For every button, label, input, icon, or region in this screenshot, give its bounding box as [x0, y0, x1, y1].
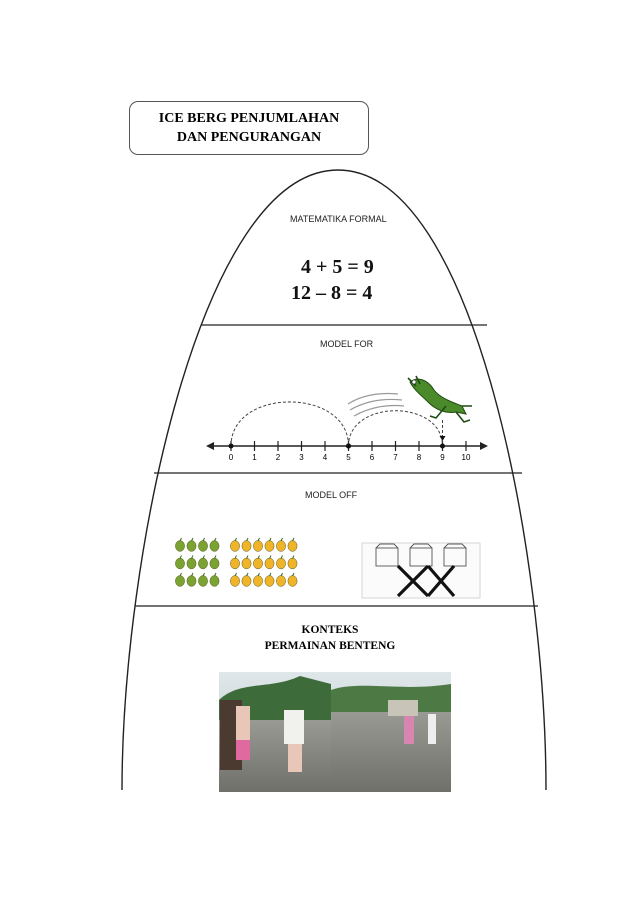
- motion-lines: [347, 392, 405, 417]
- fruit-2-1-5: [287, 557, 298, 570]
- fruit-2-2-5: [287, 575, 298, 587]
- fruit-stem-2-2-0: [234, 572, 237, 577]
- fruit-stem-1-2-0: [179, 572, 182, 577]
- fruit-1-1-2: [198, 557, 208, 570]
- frog-icon: [407, 375, 472, 423]
- tick-label-2: 2: [276, 453, 281, 462]
- number-line: 0 1 2 3 4 5 6 7 8 9 10: [206, 401, 488, 462]
- fruit-2-0-4: [276, 540, 286, 552]
- iceberg-outline: [121, 169, 547, 791]
- tick-label-0: 0: [229, 453, 234, 462]
- tick-label-6: 6: [370, 453, 375, 462]
- context-photo: [219, 672, 451, 792]
- frog-landing-arrow: [439, 436, 446, 441]
- fruit-stem-1-1-2: [202, 555, 205, 559]
- fruit-stem-2-1-5: [292, 555, 295, 559]
- tick-label-7: 7: [393, 453, 398, 462]
- fruit-stem-2-2-4: [280, 572, 283, 577]
- equation-addition: 4 + 5 = 9: [301, 256, 374, 278]
- tick-label-8: 8: [417, 453, 422, 462]
- fruit-2-0-3: [264, 540, 275, 552]
- jump-point-2-1: [346, 443, 351, 449]
- fruit-stem-2-0-3: [269, 537, 272, 542]
- fruit-stem-1-1-0: [179, 555, 182, 559]
- fruit-stem-1-0-3: [214, 537, 217, 542]
- equation-subtraction: 12 – 8 = 4: [291, 282, 373, 304]
- fruit-stem-2-1-4: [280, 555, 283, 559]
- fruit-1-0-3: [209, 540, 220, 552]
- number-line-left-arrow: [206, 442, 214, 450]
- fruit-1-1-3: [209, 557, 220, 570]
- tick-label-10: 10: [462, 453, 471, 462]
- fruit-2-1-2: [253, 557, 263, 570]
- fruit-stem-2-2-5: [292, 572, 295, 577]
- fruit-1-1-0: [175, 557, 185, 570]
- fruit-1-2-2: [198, 575, 208, 587]
- fruit-stem-2-0-4: [280, 537, 283, 542]
- context-label-2: PERMAINAN BENTENG: [264, 640, 396, 652]
- fruit-stem-2-0-5: [292, 537, 295, 542]
- fruit-2-2-1: [241, 575, 252, 587]
- fruit-1-1-1: [186, 557, 197, 570]
- fruit-stem-1-2-2: [202, 572, 205, 577]
- context-label-1: KONTEKS: [301, 624, 359, 636]
- fruit-stem-2-1-2: [257, 555, 260, 559]
- fruit-2-1-1: [241, 557, 252, 570]
- fruit-1-0-1: [186, 540, 197, 552]
- fruit-2-0-2: [253, 540, 263, 552]
- tick-label-4: 4: [323, 453, 328, 462]
- model-of-label: MODEL OFF: [305, 490, 358, 500]
- fruit-stem-2-1-1: [246, 555, 249, 559]
- formal-label: MATEMATIKA FORMAL: [290, 214, 387, 224]
- fruit-2-2-4: [276, 575, 286, 587]
- model-for-label: MODEL FOR: [320, 339, 374, 349]
- jump-point-2-2: [440, 443, 445, 449]
- fruit-1-0-0: [175, 540, 185, 552]
- fruit-stem-1-2-3: [214, 572, 217, 577]
- fruit-2-0-0: [230, 540, 240, 552]
- tick-label-3: 3: [299, 453, 304, 462]
- fruit-2-1-4: [276, 557, 286, 570]
- jump-point-1-1: [228, 443, 234, 449]
- fruit-stem-2-0-2: [257, 537, 260, 542]
- fruit-2-1-3: [264, 557, 275, 570]
- fruit-1-0-2: [198, 540, 208, 552]
- title-box: ICE BERG PENJUMLAHAN DAN PENGURANGAN: [129, 101, 369, 155]
- fruit-stem-1-1-1: [191, 555, 194, 559]
- fruit-2-0-1: [241, 540, 252, 552]
- fruit-2-2-0: [230, 575, 240, 587]
- fruit-stem-2-2-1: [246, 572, 249, 577]
- fruit-stem-1-1-3: [214, 555, 217, 559]
- fruit-1-2-3: [209, 575, 220, 587]
- fruit-stem-2-1-0: [234, 555, 237, 559]
- benteng-sketch: [361, 542, 481, 599]
- fruit-2-2-2: [253, 575, 263, 587]
- fruit-stem-2-0-1: [246, 537, 249, 542]
- fruit-stem-2-2-2: [257, 572, 260, 577]
- fruit-stem-2-0-0: [234, 537, 237, 542]
- fruit-stem-1-0-2: [202, 537, 205, 542]
- title-line-1: ICE BERG PENJUMLAHAN: [158, 111, 340, 126]
- number-line-right-arrow: [480, 442, 488, 450]
- tick-label-9: 9: [440, 453, 445, 462]
- fruit-stem-2-1-3: [269, 555, 272, 559]
- fruit-stem-1-2-1: [191, 572, 194, 577]
- fruit-1-2-0: [175, 575, 185, 587]
- fruit-groups: [175, 537, 298, 587]
- tick-label-5: 5: [346, 453, 351, 462]
- title-line-2: DAN PENGURANGAN: [176, 130, 322, 145]
- tick-label-1: 1: [252, 453, 257, 462]
- fruit-2-1-0: [230, 557, 240, 570]
- jump-arc-2: [348, 410, 443, 447]
- fruit-stem-1-0-0: [179, 537, 182, 542]
- fruit-2-2-3: [264, 575, 275, 587]
- jump-arc-1: [230, 401, 349, 447]
- fruit-stem-2-2-3: [269, 572, 272, 577]
- fruit-2-0-5: [287, 540, 298, 552]
- fruit-1-2-1: [186, 575, 197, 587]
- fruit-stem-1-0-1: [191, 537, 194, 542]
